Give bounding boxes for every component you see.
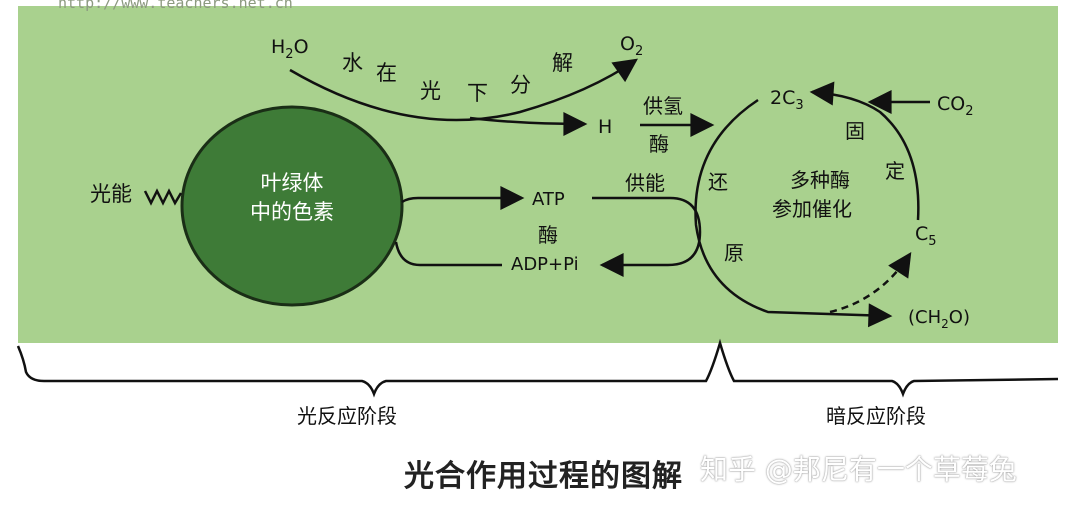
product-to-c5-dashed-arrow [829, 251, 912, 314]
atp-label: ATP [532, 189, 565, 210]
adp-label: ADP+Pi [511, 254, 579, 275]
diagram-caption: 光合作用过程的图解 [404, 459, 683, 494]
author-watermark: 知乎 @邦尼有一个草莓兔 [700, 453, 1017, 486]
hydrogen-supply-label: 供氢 [643, 94, 683, 118]
split-char-5: 分 [510, 73, 531, 97]
water-to-h-arrow [469, 111, 588, 136]
chlorophyll-label-line2: 中的色素 [250, 200, 334, 224]
chlorophyll-label-line1: 叶绿体 [261, 171, 324, 195]
light-phase-label: 光反应阶段 [297, 404, 397, 428]
atp-supply-energy-path [592, 196, 702, 277]
split-char-2: 在 [376, 61, 397, 85]
calvin-reduction-arc [694, 98, 893, 328]
split-char-4: 下 [467, 81, 488, 105]
h2o-label: H2O [271, 36, 309, 62]
supply-energy-label: 供能 [625, 171, 665, 195]
light-energy-label: 光能 [90, 182, 132, 206]
split-char-3: 光 [420, 79, 441, 103]
product-label: (CH2O) [908, 307, 970, 331]
adp-to-pigment-line [394, 241, 502, 267]
water-to-o2-arrow [289, 58, 638, 122]
split-char-6: 解 [552, 51, 573, 75]
c3-label: 2C3 [770, 87, 804, 113]
enzymes-line2: 参加催化 [772, 197, 852, 221]
split-char-1: 水 [342, 51, 363, 75]
chlorophyll-circle [180, 105, 404, 307]
reduction-char-1: 还 [708, 170, 728, 194]
h-label: H [598, 116, 612, 138]
co2-label: CO2 [937, 93, 974, 119]
reduction-char-2: 原 [724, 241, 744, 265]
pigment-to-atp-arrow [401, 186, 525, 210]
watermark-url: http://www.teachers.net.cn [58, 0, 293, 12]
hydrogen-enzyme-label: 酶 [649, 132, 669, 156]
light-zigzag [143, 188, 183, 206]
o2-label: O2 [620, 33, 643, 59]
fixation-char-1: 固 [845, 119, 865, 143]
calvin-fixation-arc [809, 81, 920, 221]
dark-phase-label: 暗反应阶段 [826, 404, 926, 428]
c5-label: C5 [915, 223, 937, 249]
atp-enzyme-label: 酶 [538, 223, 558, 247]
fixation-char-2: 定 [885, 159, 905, 183]
enzymes-line1: 多种酶 [790, 168, 850, 192]
phase-brace [16, 338, 1059, 398]
